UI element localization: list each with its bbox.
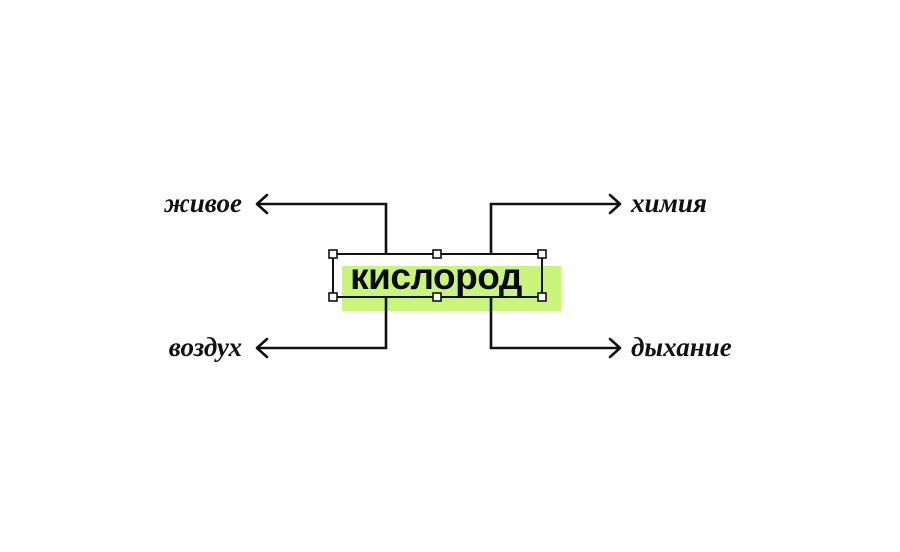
term-bottom-right: дыхание [631, 332, 732, 362]
arrowhead-top-right [608, 193, 622, 215]
center-term[interactable]: кислород [350, 255, 522, 297]
connector-top-left [258, 202, 388, 254]
connector-bottom-left [258, 298, 388, 350]
center-highlight [342, 266, 561, 311]
connector-top-right [489, 202, 619, 254]
arrowhead-bottom-right [608, 337, 622, 359]
arrowhead-top-left [255, 193, 269, 215]
resize-handle-bottom-middle [432, 292, 442, 302]
resize-handle-top-middle [432, 249, 442, 259]
connector-bottom-right [489, 298, 619, 350]
resize-handle-bottom-left [328, 292, 338, 302]
resize-handle-top-left [328, 249, 338, 259]
term-bottom-left: воздух [168, 332, 242, 362]
resize-handle-bottom-right [537, 292, 547, 302]
term-top-left: живое [164, 188, 242, 218]
resize-handle-top-right [537, 249, 547, 259]
arrowhead-bottom-left [255, 337, 269, 359]
term-top-right: химия [631, 188, 707, 218]
